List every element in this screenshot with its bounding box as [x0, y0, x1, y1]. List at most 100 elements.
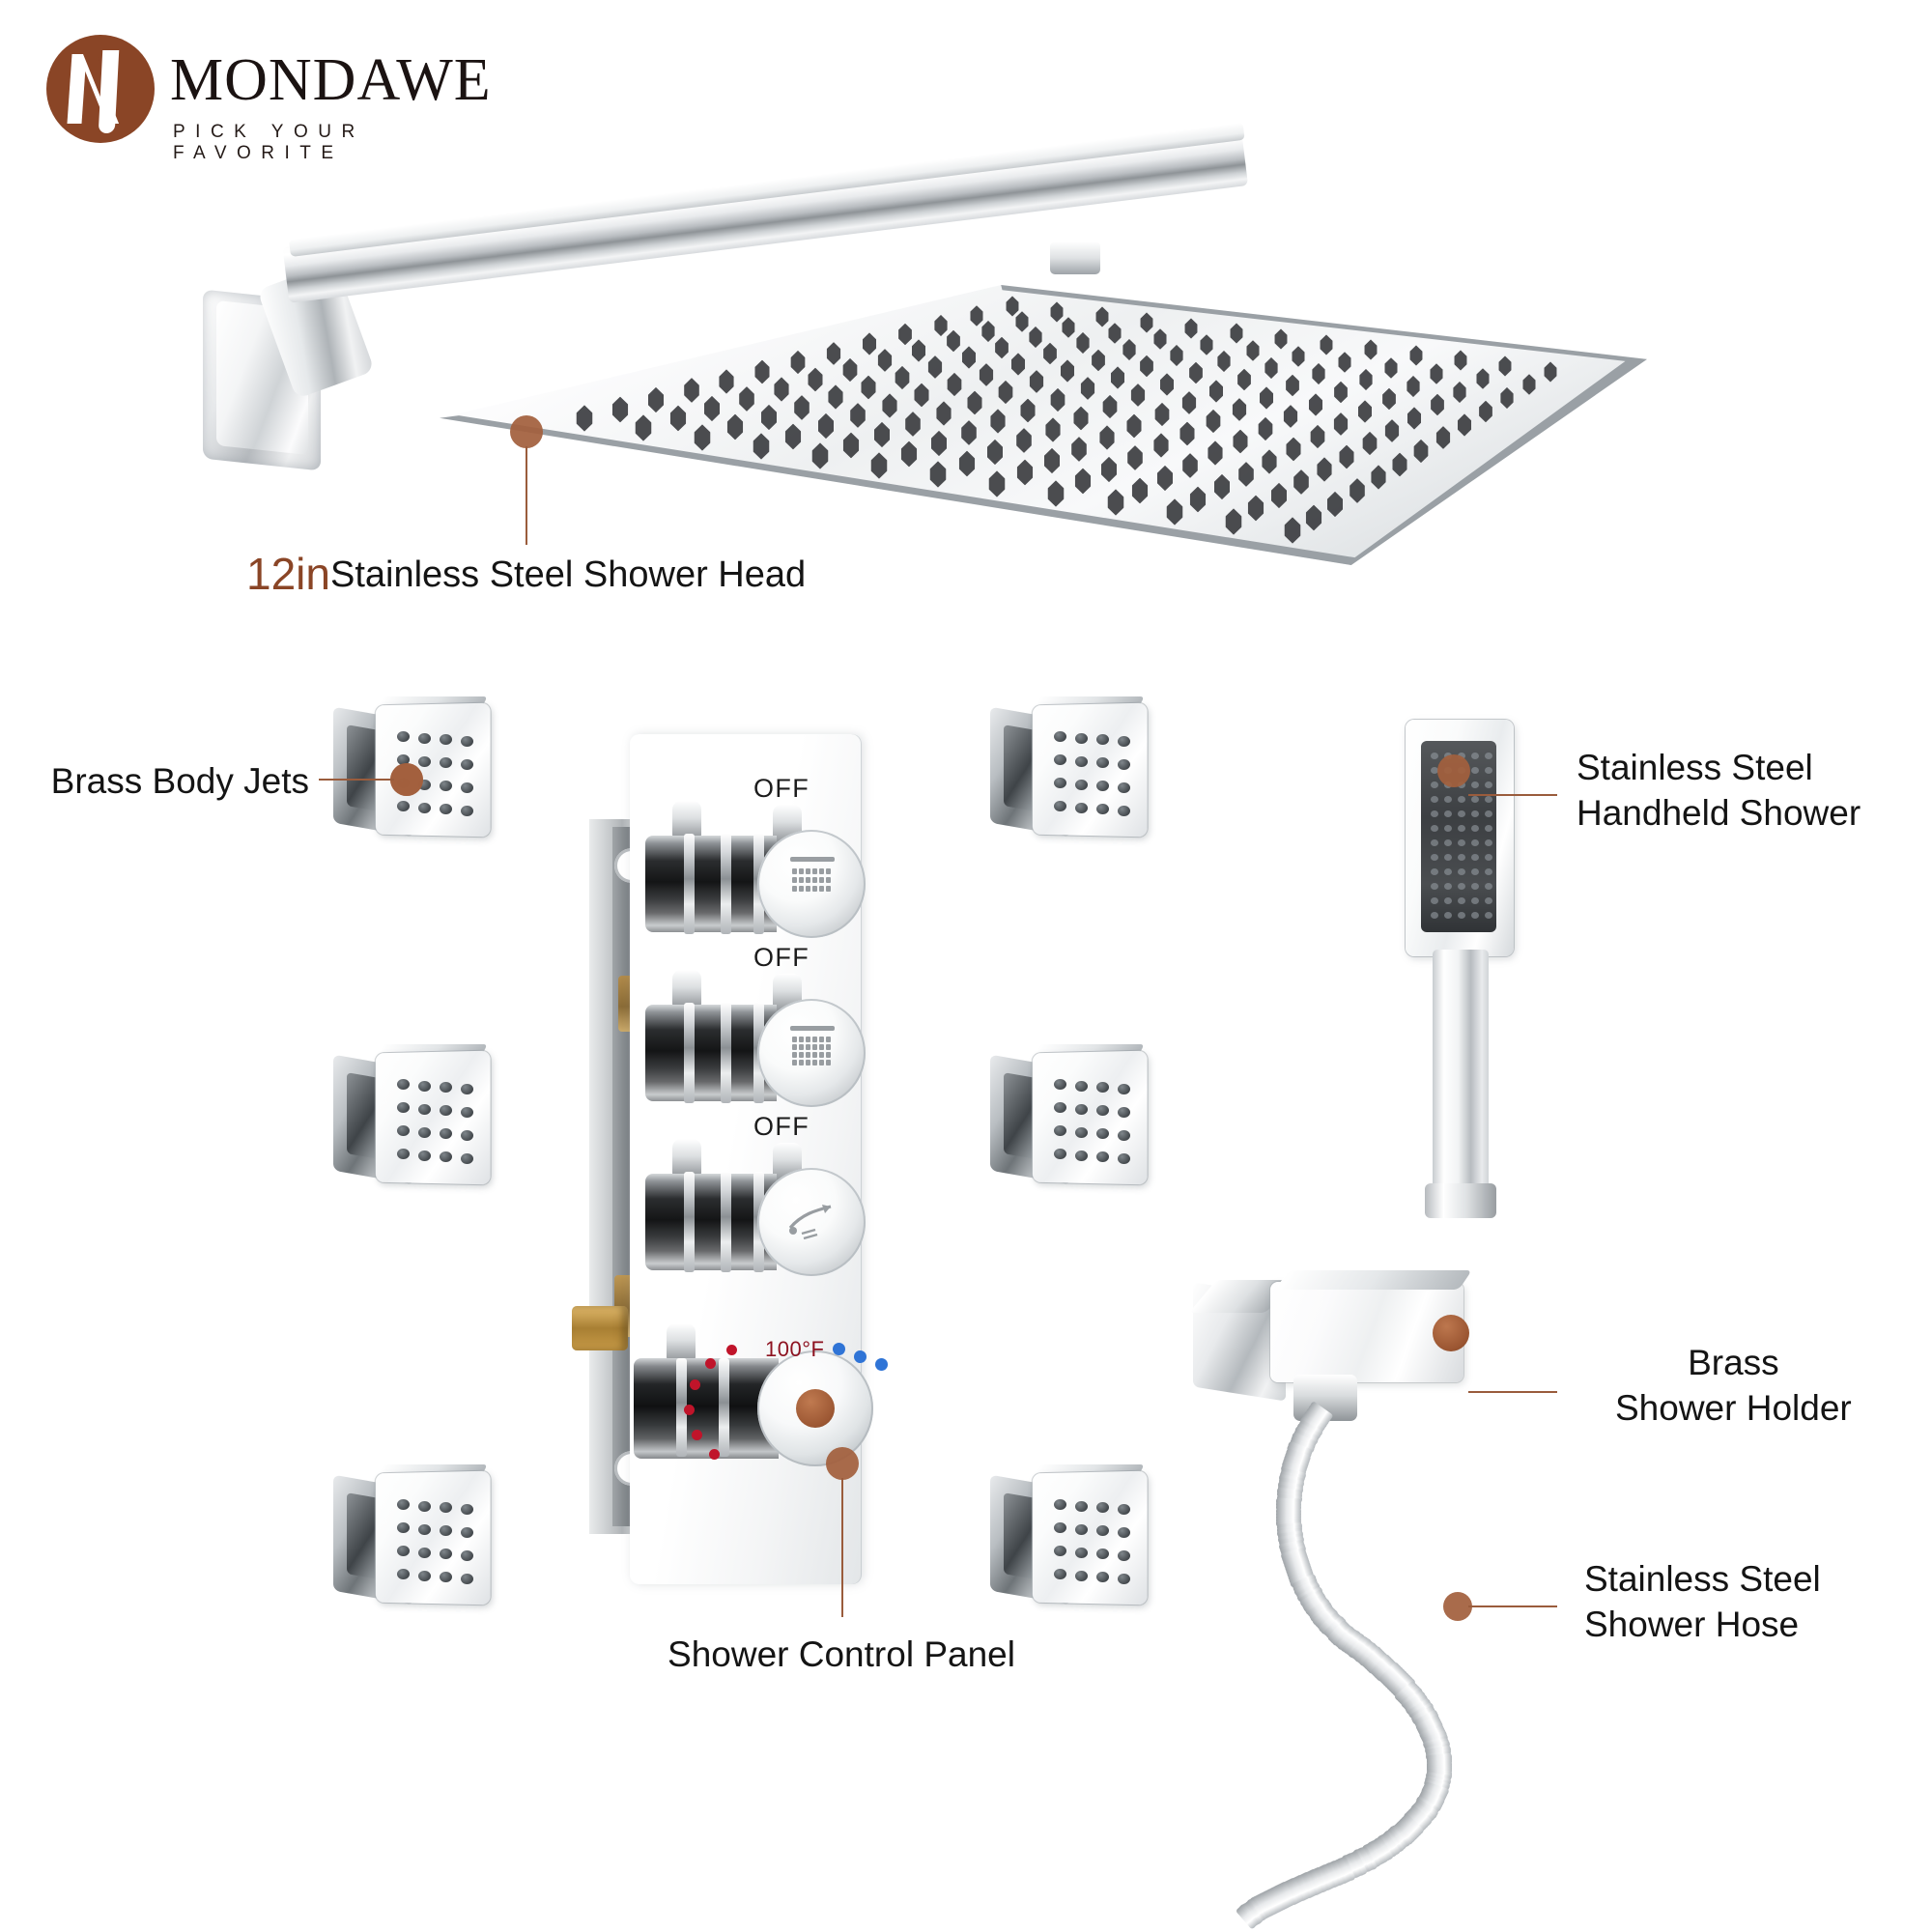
rain-head-nozzle [794, 394, 810, 420]
rain-head-nozzle [1230, 323, 1243, 344]
rain-head-nozzle [1258, 416, 1273, 441]
handheld-nozzle [1431, 854, 1438, 861]
icon-dot [812, 1044, 817, 1050]
knob-handheld[interactable]: OFF [645, 1112, 866, 1278]
knob-face[interactable] [757, 1168, 866, 1276]
temp-knob-barrel[interactable] [634, 1358, 779, 1459]
handheld-nozzle [1471, 839, 1479, 846]
temperature-override-button-icon[interactable] [796, 1389, 835, 1428]
knob-ring-1 [684, 834, 695, 934]
knob-lever-left[interactable] [672, 801, 701, 839]
body-jet-nozzle [1075, 1500, 1088, 1512]
rain-head-nozzle [1430, 393, 1444, 416]
body-jet-nozzle [397, 1569, 410, 1579]
body-jet-nozzle [461, 781, 473, 793]
icon-dot [826, 868, 831, 874]
rain-head-nozzle [1283, 405, 1298, 429]
rain-head-nozzle [960, 419, 977, 445]
rain-head-nozzle [1100, 456, 1117, 483]
rain-head-nozzle [1384, 419, 1400, 442]
rain-head-nozzle [1284, 517, 1301, 544]
body-jet-nozzle [1118, 1503, 1130, 1515]
rain-head-nozzle [611, 396, 628, 423]
body-jet-face [1032, 1470, 1148, 1605]
rain-head-nozzle [934, 314, 948, 336]
icon-dot [819, 1052, 824, 1058]
handheld-nozzle [1485, 810, 1492, 817]
body-jet-nozzle [397, 1149, 410, 1159]
rain-head-nozzle [988, 470, 1006, 497]
rain-head-nozzle [1476, 368, 1490, 390]
rain-head-nozzle [1153, 433, 1169, 458]
rain-head-nozzle [914, 383, 929, 408]
hot-indicator-dot [705, 1358, 716, 1369]
icon-dot [792, 1060, 797, 1065]
rain-head-nozzle [1292, 345, 1305, 367]
temperature-label: 100°F [765, 1337, 825, 1361]
handheld-nozzle [1485, 868, 1492, 875]
body-jet-nozzle [1075, 1126, 1088, 1138]
thermostatic-temperature-knob[interactable] [634, 1323, 885, 1466]
handheld-nozzle [1458, 810, 1465, 817]
knob-lever-left[interactable] [672, 970, 701, 1009]
shower-arm [203, 122, 1249, 471]
icon-dot [826, 886, 831, 892]
shower-head-size: 12in [246, 549, 330, 599]
body-jet-nozzle [1054, 801, 1066, 811]
knob-bodyjets[interactable]: OFF [645, 943, 866, 1109]
knob-face[interactable] [757, 830, 866, 938]
rain-head-nozzle [1157, 465, 1174, 491]
handheld-nozzle [1431, 753, 1438, 759]
rain-head-nozzle [1102, 395, 1118, 419]
rain-head-nozzle [862, 332, 877, 355]
handheld-nozzle [1444, 912, 1452, 919]
rain-head-nozzle [1521, 374, 1536, 396]
knob-ring-2 [721, 1003, 731, 1103]
rain-head-nozzle [1305, 504, 1322, 530]
body-jet-nozzle [461, 1106, 473, 1118]
handheld-nozzle [1444, 796, 1452, 803]
knob-lever-left[interactable] [672, 1139, 701, 1178]
rain-head-nozzle [1430, 362, 1443, 384]
callout-leader-hose [1468, 1605, 1557, 1607]
rain-head-nozzle [1166, 498, 1182, 526]
brand-tagline: PICK YOUR FAVORITE [173, 122, 365, 163]
body-jet-nozzle [440, 1082, 452, 1094]
knob-rainhead[interactable]: OFF [645, 774, 866, 940]
rain-head-nozzle [1126, 413, 1142, 439]
rain-head-nozzle [1246, 339, 1260, 361]
callout-leader-body-jets [319, 779, 394, 781]
body-jet-nozzle [461, 758, 473, 770]
icon-dot [819, 1037, 824, 1042]
body-jet-nozzle [1054, 754, 1066, 765]
rain-head-nozzle [1016, 428, 1032, 454]
body-jet [990, 1464, 1148, 1613]
knob-face[interactable] [757, 999, 866, 1107]
rain-head-nozzle [1349, 478, 1365, 503]
icon-dot [812, 877, 817, 883]
body-jet-nozzle [418, 1523, 431, 1535]
rain-head-nozzle [1073, 406, 1089, 431]
rain-head-nozzle [1407, 407, 1422, 430]
handheld-nozzle [1458, 912, 1465, 919]
rain-head-nozzle [929, 461, 947, 488]
icon-dot [806, 868, 810, 874]
rain-head-nozzle [1247, 495, 1264, 522]
temp-knob-lever[interactable] [667, 1323, 696, 1362]
handheld-nozzle [1471, 883, 1479, 890]
body-jet-nozzle [440, 1548, 452, 1560]
rain-head-nozzle [738, 386, 754, 412]
body-jet-nozzle [397, 731, 410, 742]
rain-head-nozzle [647, 386, 664, 413]
rain-head-nozzle [1217, 351, 1231, 373]
icon-dot [819, 1044, 824, 1050]
handheld-nozzle [1458, 854, 1465, 861]
body-jet-nozzle [440, 1151, 452, 1163]
rain-head-nozzle [1358, 400, 1373, 423]
rain-head-nozzle [1362, 432, 1377, 456]
body-jet-nozzle [1096, 1151, 1109, 1163]
handheld-nozzle [1458, 897, 1465, 904]
body-jet-nozzle [1096, 1548, 1109, 1560]
body-jet-nozzle [461, 1549, 473, 1561]
